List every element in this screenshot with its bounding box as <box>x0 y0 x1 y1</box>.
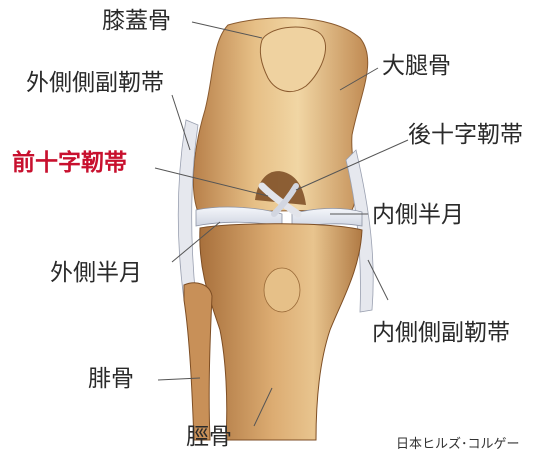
label-fibula: 腓骨 <box>88 368 134 391</box>
label-patella: 膝蓋骨 <box>102 10 171 33</box>
label-posterior-cruciate-ligament: 後十字靭帯 <box>408 124 523 147</box>
label-lateral-meniscus: 外側半月 <box>50 262 142 285</box>
label-anterior-cruciate-ligament: 前十字靭帯 <box>12 152 127 175</box>
label-femur: 大腿骨 <box>382 55 451 78</box>
tibia-bone <box>200 224 362 440</box>
label-medial-meniscus: 内側半月 <box>372 204 464 227</box>
lateral-collateral-ligament <box>178 120 198 300</box>
label-tibia: 脛骨 <box>186 426 232 449</box>
tibial-tuberosity <box>264 268 300 312</box>
label-lateral-collateral-ligament: 外側側副靭帯 <box>26 72 164 95</box>
label-medial-collateral-ligament: 内側側副靭帯 <box>372 322 510 345</box>
credit-text: 日本ヒルズ･コルゲー <box>396 438 520 451</box>
fibula-bone <box>184 283 212 440</box>
